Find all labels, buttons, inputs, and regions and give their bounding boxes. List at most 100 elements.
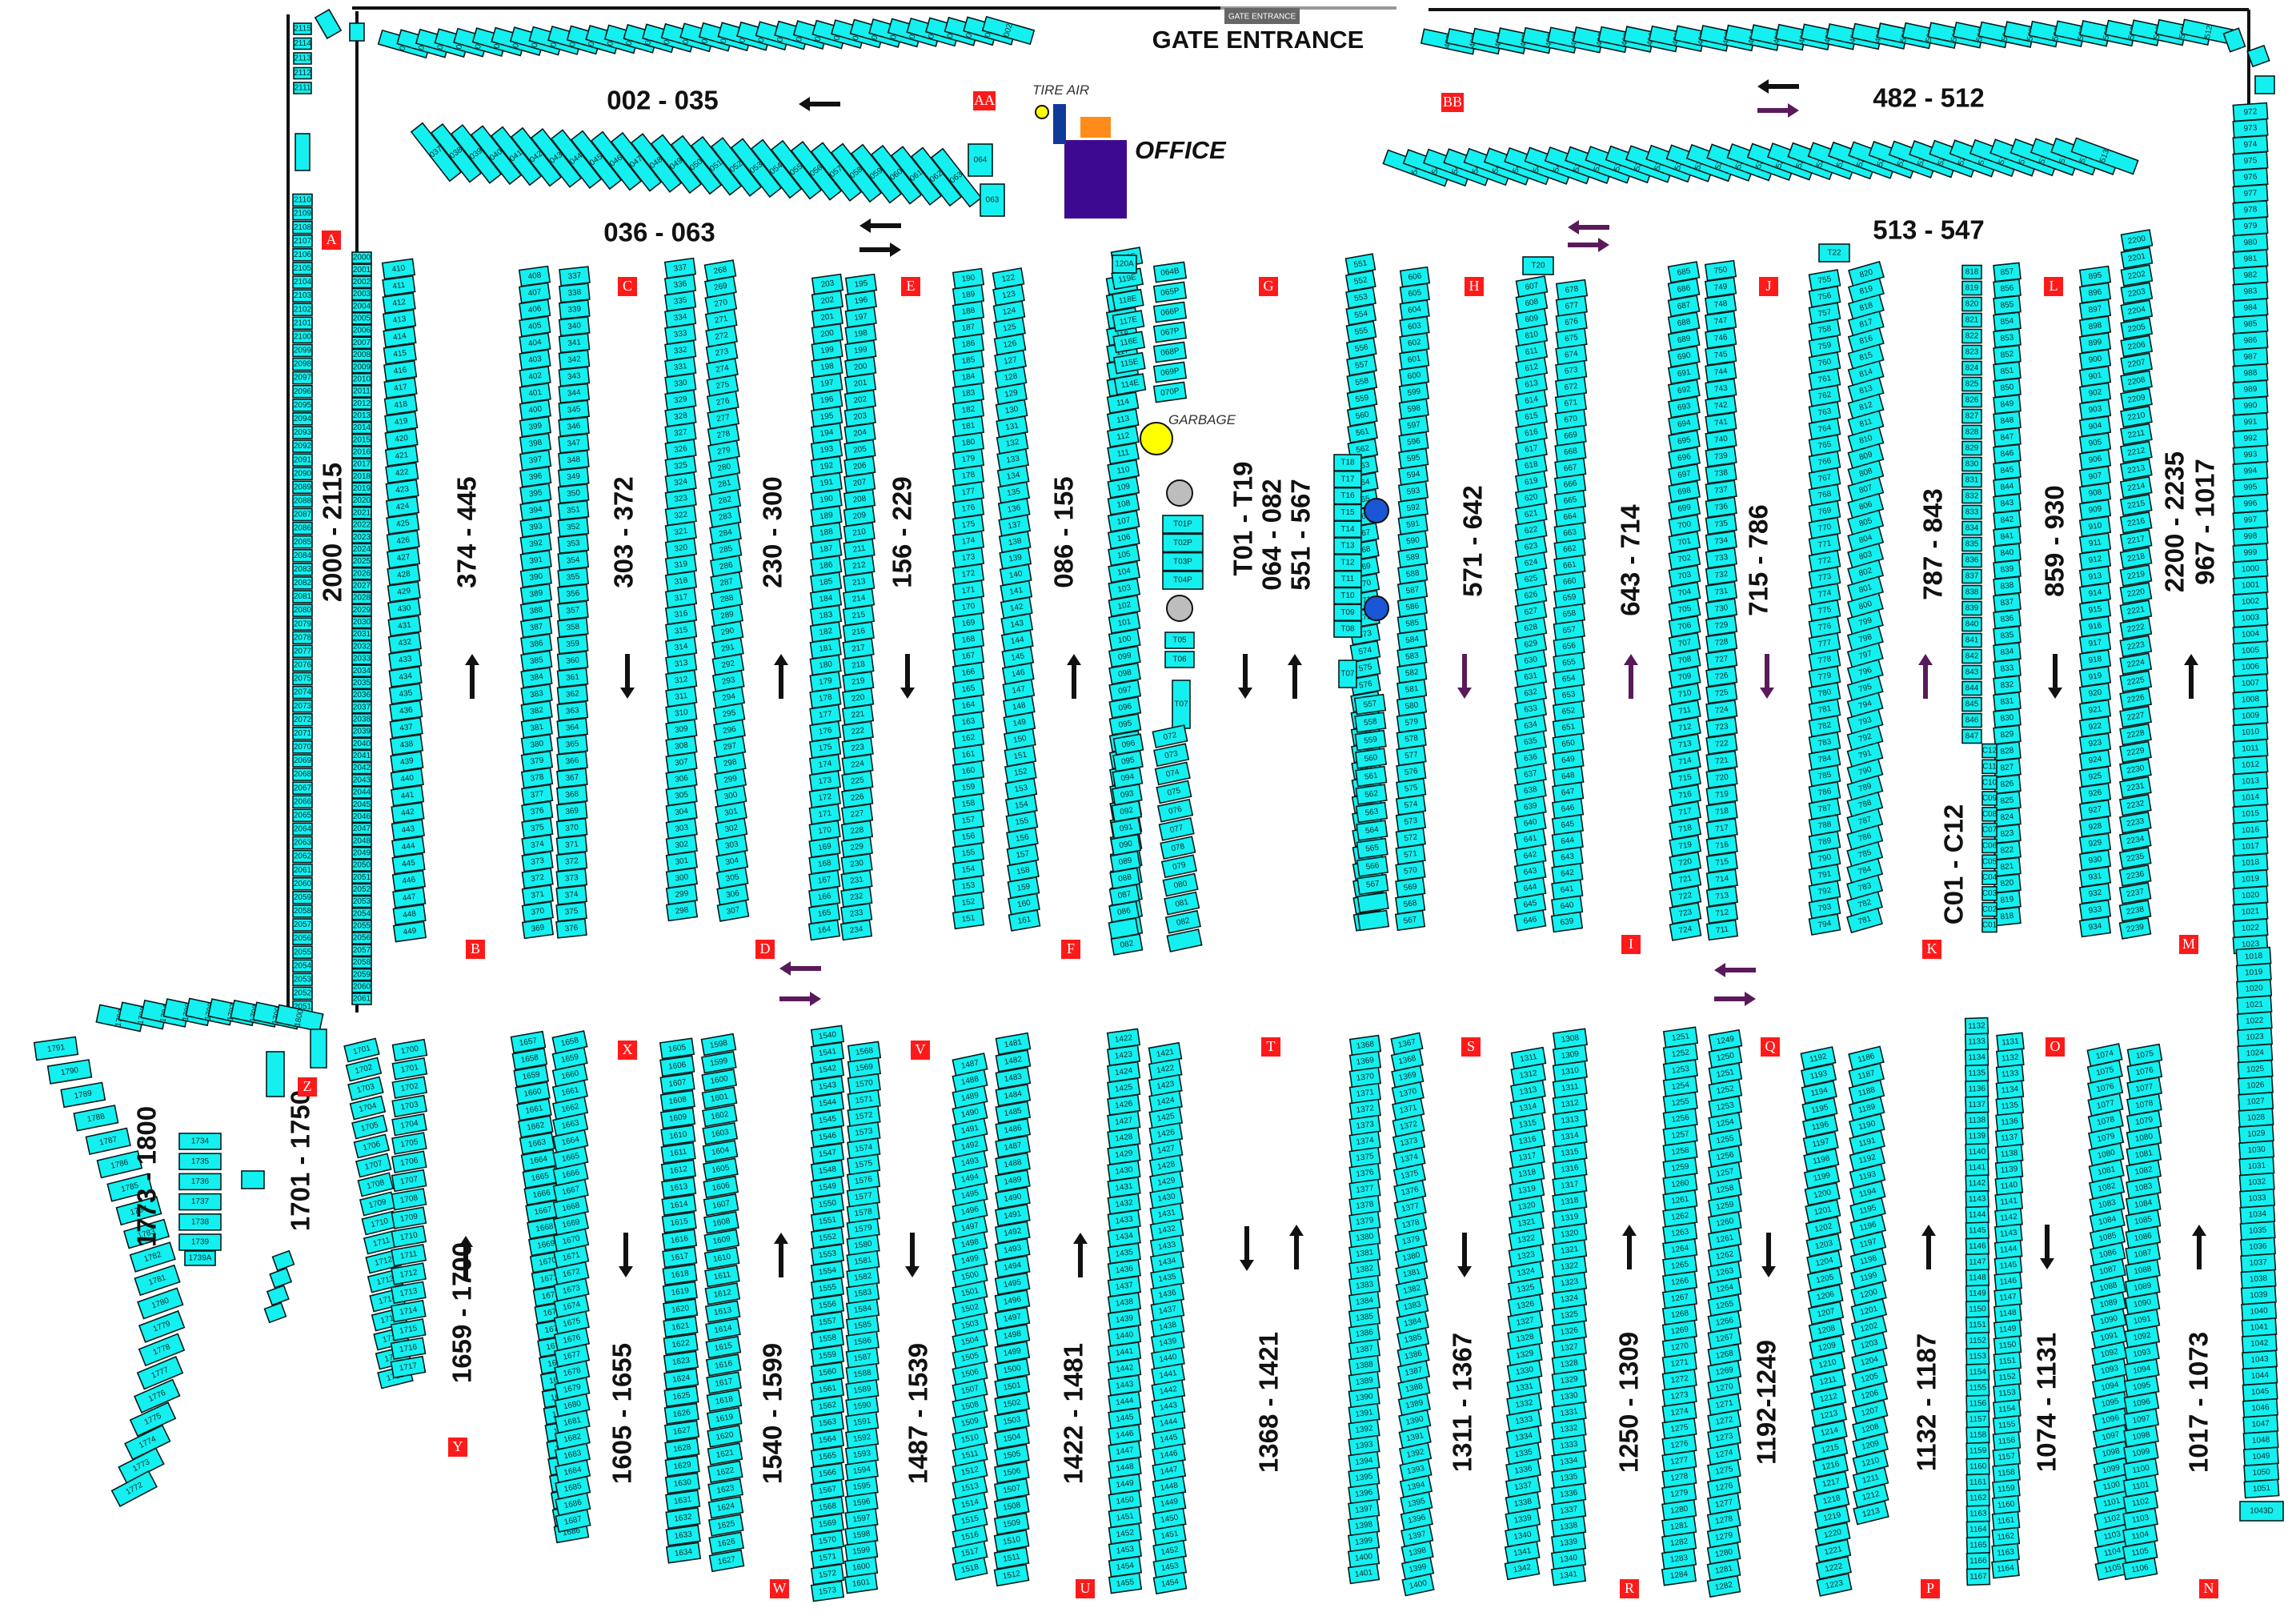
stall-2000[interactable]: 2061 (351, 992, 372, 1005)
stall-top-left-2[interactable]: 041 (490, 126, 543, 186)
stall-upper-col-23[interactable]: 1002 (2232, 591, 2269, 612)
stall-2000[interactable]: 2048 (351, 834, 372, 848)
stall-2000[interactable]: 2051 (351, 871, 372, 884)
stall-upper-col-2[interactable]: 340 (558, 315, 591, 337)
stall-upper-col-19[interactable]: 845 (1993, 460, 2022, 481)
stall-lower-col-1[interactable]: 1706 (391, 1150, 427, 1174)
stall-upper-col-19[interactable]: 847 (1993, 427, 2022, 447)
stall-t[interactable]: T22 (1818, 243, 1850, 263)
stall-upper-col-19[interactable]: 820 (1993, 873, 2022, 894)
stall-top-left-2[interactable]: 045 (570, 130, 623, 190)
stall-upper-col-23[interactable]: 1016 (2232, 820, 2269, 840)
stall-lower-col-1[interactable]: 1700 (391, 1038, 428, 1062)
stall-upper-col-2[interactable]: 343 (558, 366, 591, 387)
stall-upper-col-19[interactable]: 837 (1993, 592, 2022, 613)
stall-upper-col-19[interactable]: 857 (1993, 262, 2022, 283)
stall-2000[interactable]: 2019 (351, 482, 372, 495)
stall-upper-col-19[interactable]: 833 (1993, 658, 2022, 679)
stall-upper-col-19[interactable]: 851 (1993, 361, 2022, 382)
stall-upper-col-19[interactable]: 844 (1993, 476, 2022, 497)
stall-upper-col-23[interactable]: 974 (2232, 134, 2269, 155)
stall-551[interactable]: 561 (1355, 765, 1388, 788)
stall-2100[interactable]: 2093 (292, 426, 313, 439)
stall-corner[interactable] (2254, 75, 2275, 94)
stall-upper-col-2[interactable]: 368 (555, 784, 588, 805)
stall-2100[interactable]: 2076 (292, 658, 313, 672)
stall-top-left-2[interactable]: 039 (450, 124, 503, 184)
stall-upper-col-19[interactable]: 827 (1993, 757, 2022, 778)
stall-upper-col-2[interactable]: 374 (555, 884, 588, 905)
stall-upper-col-23[interactable]: 1022 (2232, 918, 2269, 938)
stall-top-left-2[interactable]: 057 (810, 142, 863, 202)
stall-upper-col-23[interactable]: 987 (2232, 347, 2269, 367)
stall-lower-col-1[interactable]: 1710 (391, 1225, 427, 1249)
stall-lower-col-10[interactable]: 1455 (1108, 1572, 1143, 1594)
stall-upper-col-2[interactable]: 371 (555, 834, 588, 856)
stall-p[interactable]: 068P (1152, 341, 1188, 363)
stall-upper-col-23[interactable]: 997 (2232, 510, 2269, 531)
stall-2000[interactable]: 2032 (351, 640, 372, 653)
stall-p[interactable]: 066P (1152, 301, 1188, 323)
stall-2100[interactable]: 2098 (292, 357, 313, 371)
stall-2000[interactable]: 2029 (351, 603, 372, 617)
stall-t[interactable]: T16 (1333, 487, 1362, 505)
stall-2000[interactable]: 2043 (351, 773, 372, 787)
stall-upper-col-23[interactable]: 1015 (2232, 804, 2269, 824)
stall-t[interactable]: T11 (1333, 570, 1362, 588)
stall-upper-col-2[interactable]: 345 (558, 399, 591, 420)
stall-2000[interactable]: 2020 (351, 494, 372, 507)
stall-2000[interactable]: 2060 (351, 980, 372, 993)
stall-upper-col-19[interactable]: 830 (1993, 708, 2022, 728)
stall-top-left-2[interactable]: 047 (610, 131, 663, 192)
stall-551[interactable] (1356, 892, 1389, 913)
stall-2000[interactable]: 2057 (351, 944, 372, 957)
stall-upper-col-23[interactable]: 999 (2232, 543, 2269, 563)
stall-upper-col-18[interactable]: 834 (1961, 520, 1982, 536)
stall-2000[interactable]: 2027 (351, 579, 372, 592)
stall-2100-top[interactable]: 2114 (293, 37, 312, 50)
stall-t[interactable]: T10 (1333, 587, 1362, 605)
stall-t[interactable]: T06 (1164, 651, 1195, 668)
stall-t[interactable]: T17 (1333, 470, 1362, 488)
stall-upper-col-2[interactable]: 351 (557, 499, 590, 521)
stall-2100[interactable]: 2090 (292, 467, 313, 480)
stall-2100[interactable]: 2055 (292, 945, 313, 959)
stall-2000[interactable]: 2047 (351, 822, 372, 836)
stall-2100[interactable]: 2060 (292, 876, 313, 891)
stall-upper-col-21[interactable]: 934 (2078, 916, 2112, 938)
stall-p[interactable]: 069P (1152, 361, 1188, 383)
stall-upper-col-20[interactable]: C03 (1981, 886, 1997, 901)
stall-p[interactable]: 070P (1152, 381, 1188, 403)
stall-upper-col-18[interactable]: 830 (1961, 456, 1982, 472)
stall-upper-col-23[interactable]: 1014 (2232, 788, 2269, 808)
stall-2100[interactable]: 2102 (292, 303, 313, 316)
stall-upper-col-2[interactable]: 366 (556, 751, 588, 772)
stall-upper-col-19[interactable]: 856 (1993, 279, 2022, 299)
stall-upper-col-19[interactable]: 850 (1993, 377, 2022, 398)
stall-2100[interactable]: 2077 (292, 644, 313, 659)
stall-upper-col-2[interactable]: 348 (558, 450, 590, 471)
stall-top-left-2[interactable]: 043 (530, 127, 583, 188)
stall-upper-col-23[interactable]: 1008 (2232, 689, 2269, 710)
stall-top-left-2-end[interactable]: 063 (980, 183, 1005, 217)
stall-upper-col-23[interactable]: 1006 (2232, 657, 2269, 677)
stall-upper-col-18[interactable]: 838 (1961, 584, 1982, 600)
stall-upper-col-18[interactable]: 837 (1961, 568, 1982, 584)
stall-upper-col-23[interactable]: 1003 (2232, 608, 2269, 628)
stall-upper-col-2[interactable]: 350 (557, 483, 590, 504)
stall-top-left-2[interactable]: 048 (630, 133, 683, 193)
stall-2100[interactable]: 2075 (292, 672, 313, 686)
stall-upper-col-23[interactable]: 996 (2232, 494, 2269, 514)
stall-p[interactable]: 065P (1152, 281, 1188, 303)
stall-upper-col-19[interactable]: 853 (1993, 328, 2022, 349)
stall-2000[interactable]: 2053 (351, 895, 372, 908)
stall-upper-col-20[interactable]: C06 (1981, 838, 1997, 854)
stall-top-left-2[interactable]: 059 (850, 143, 903, 204)
stall-upper-col-2[interactable]: 373 (555, 868, 588, 889)
stall-upper-col-18[interactable]: 842 (1961, 648, 1982, 664)
stall-2000[interactable]: 2037 (351, 700, 372, 714)
stall-upper-col-19[interactable]: 834 (1993, 642, 2022, 663)
stall-t[interactable]: T09 (1333, 603, 1362, 622)
stall-upper-col-23[interactable]: 1019 (2232, 869, 2269, 889)
stall-upper-col-23[interactable]: 985 (2232, 314, 2269, 335)
